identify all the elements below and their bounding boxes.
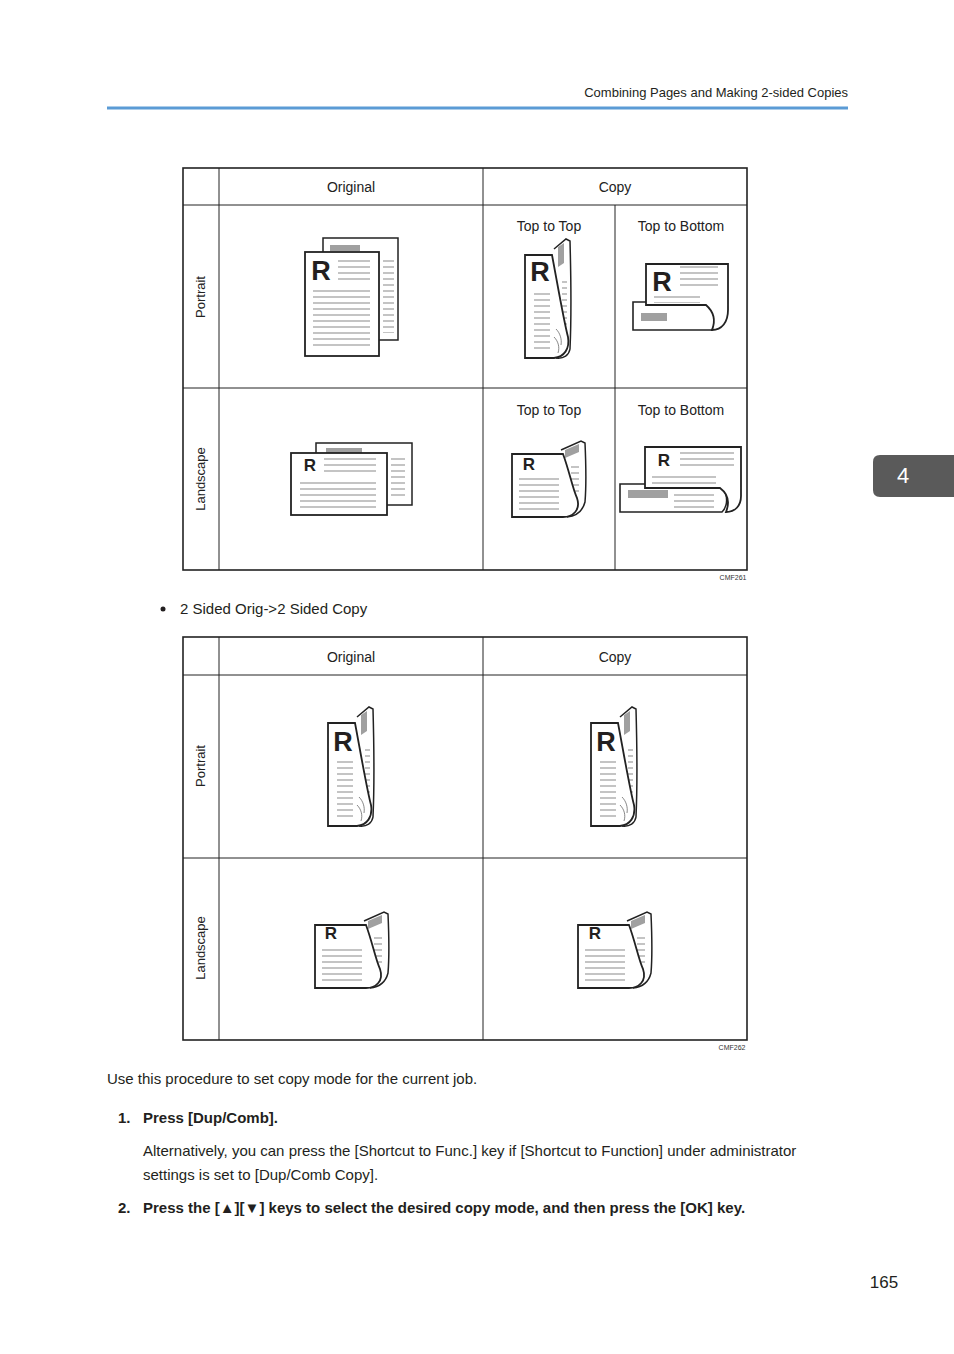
page-letter: R: [658, 451, 670, 471]
page-letter: R: [325, 924, 337, 944]
body-text: Use this procedure to set copy mode for …: [107, 1070, 477, 1088]
step-text: Press [Dup/Comb].: [143, 1109, 278, 1127]
page-letter: R: [333, 726, 353, 758]
landscape-original-sheets: [291, 443, 412, 515]
page-number: 165: [870, 1273, 898, 1293]
column-subheader: Top to Bottom: [638, 402, 724, 419]
page-letter: R: [596, 726, 616, 758]
figure-code: CMF262: [719, 1044, 746, 1052]
portrait-booklet: [328, 707, 374, 826]
figure-code: CMF261: [720, 574, 747, 582]
portrait-booklet: [525, 239, 571, 358]
step-number: 1.: [118, 1109, 131, 1127]
chapter-tab: [873, 455, 954, 497]
page-letter: R: [523, 455, 535, 475]
column-subheader: Top to Top: [517, 218, 581, 235]
landscape-booklet: [578, 912, 652, 988]
row-header: Portrait: [193, 745, 209, 787]
bullet-text: 2 Sided Orig->2 Sided Copy: [180, 600, 367, 618]
page-letter: R: [530, 256, 550, 288]
row-header: Landscape: [193, 916, 209, 980]
column-subheader: Top to Top: [517, 402, 581, 419]
column-header: Copy: [599, 649, 632, 666]
landscape-booklet: [315, 912, 389, 988]
table-grid: [183, 168, 747, 570]
row-header: Landscape: [193, 447, 209, 511]
table-grid: [183, 637, 747, 1040]
column-subheader: Top to Bottom: [638, 218, 724, 235]
page-letter: R: [589, 924, 601, 944]
page-letter: R: [652, 266, 672, 298]
step-note: Alternatively, you can press the [Shortc…: [143, 1139, 843, 1187]
step-number: 2.: [118, 1199, 131, 1217]
running-header: Combining Pages and Making 2-sided Copie…: [584, 85, 848, 101]
page-letter: R: [304, 456, 316, 476]
portrait-top-to-bottom-sheets: [633, 264, 728, 330]
column-header: Original: [327, 179, 375, 196]
portrait-original-sheets: [305, 238, 398, 356]
column-header: Original: [327, 649, 375, 666]
chapter-number: 4: [897, 463, 909, 489]
landscape-booklet: [512, 441, 586, 517]
list-bullet: [161, 607, 166, 612]
landscape-top-to-bottom-sheets: [620, 447, 741, 512]
step-text: Press the [▲][▼] keys to select the desi…: [143, 1199, 745, 1217]
portrait-booklet: [591, 707, 637, 826]
column-header: Copy: [599, 179, 632, 196]
page-letter: R: [311, 255, 331, 287]
header-rule: [107, 107, 848, 110]
row-header: Portrait: [193, 276, 209, 318]
